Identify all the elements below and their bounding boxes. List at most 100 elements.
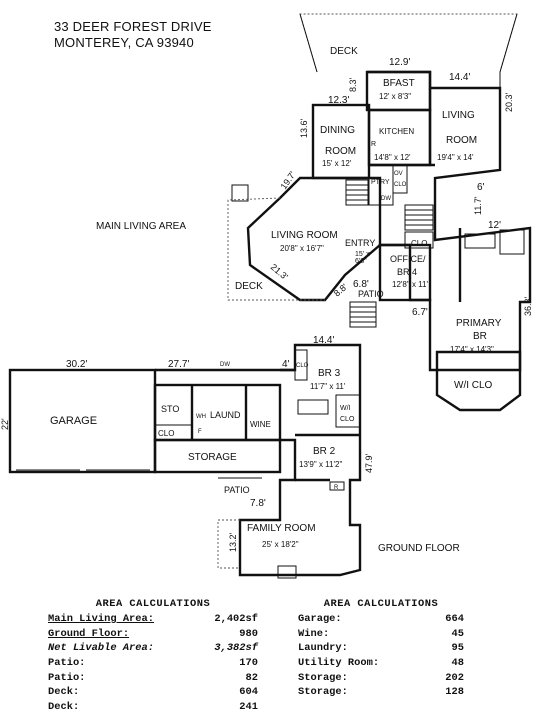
dim-4: 4' [282,359,290,370]
fridge-family [329,481,345,491]
dim-6-7: 6.7' [412,307,428,318]
entry-dim-1: 15' x [355,251,370,258]
area-right-row: Storage: 128 [298,685,464,700]
primary-wi-closet [435,350,522,412]
living-room-label: LIVING ROOM [271,230,338,241]
area-right-row: Wine:45 [298,627,464,642]
area-left-row-label: Patio: [48,657,86,670]
sto-label: STO [161,404,179,414]
dim-8-3: 8.3' [348,77,358,92]
area-left-row-value: 3,382sf [214,642,258,655]
area-left-row-value: 980 [239,627,258,640]
clo-br3-label: CLO [296,363,309,369]
entry-dim-2: 6'8" [355,258,367,265]
main-living-area-label: MAIN LIVING AREA [96,221,186,232]
area-right-row: Storage:202 [298,671,464,686]
area-left-row-label: Patio: [48,671,86,684]
area-left-row-label: Deck: [48,701,80,714]
area-right-row-label: Storage: [298,671,348,684]
area-left-row: Patio:170 [48,656,258,671]
deck-left-label: DECK [235,281,263,292]
area-right-row-value: 128 [445,686,464,699]
deck-top-outline [299,13,518,73]
area-left-row-label: Main Living Area: [48,613,155,625]
area-left-title: AREA CALCULATIONS [95,598,211,610]
patio-low-label: PATIO [224,485,250,495]
dim-12-3: 12.3' [328,95,349,106]
dim-12: 12' [488,220,501,231]
wh-label: WH [196,414,206,420]
dim-27-7: 27.7' [168,359,189,370]
dim-14-4-b: 14.4' [313,335,334,346]
r-family-label: R [334,485,339,491]
wi-clo-primary-label: W/I CLO [454,380,493,391]
patio-low-outline [217,519,240,569]
office-closet [404,231,434,249]
dining-label-2: ROOM [325,146,356,157]
area-left-row-label: Net Livable Area: [48,642,155,655]
fireplace-family [277,565,297,579]
stairs-upper [345,179,369,206]
clo-garage-label: CLO [158,429,174,438]
ground-floor-label: GROUND FLOOR [378,543,460,554]
dw-kitchen-label: DW [381,196,391,202]
entry-label: ENTRY [345,238,375,248]
family-dim: 25' x 18'2" [262,540,299,549]
clo-office-label: CLO [411,239,427,248]
wi-clo-br-label: W/I [340,405,351,412]
primary-tub [464,233,496,249]
laund-label: LAUND [210,410,241,420]
br3-label: BR 3 [318,368,341,379]
garage-label: GARAGE [50,415,97,427]
br2-label: BR 2 [313,446,336,457]
area-right-title: AREA CALCULATIONS [323,598,439,610]
bath-tub-ground [297,399,329,415]
area-calculations-left: AREA CALCULATIONS Main Living Area: 2,402… [48,598,258,715]
wine-label: WINE [250,420,271,429]
area-right-row-label: Storage: [298,686,348,699]
area-left-row: Deck:604 [48,685,258,700]
dw-garage-label: DW [220,362,230,368]
area-right-row-label: Garage: [298,613,342,625]
primary-label-2: BR [473,331,487,342]
br3-dim: 11'7" x 11' [310,382,346,391]
address-line-1: 33 DEER FOREST DRIVE [54,19,212,34]
family-label: FAMILY ROOM [247,523,316,534]
dim-7-8: 7.8' [250,498,266,509]
area-right-row-value: 45 [451,627,464,640]
oven-closet [392,164,408,194]
dim-30-2: 30.2' [66,359,87,370]
area-right-row-value: 664 [445,613,464,625]
bfast-dim: 12' x 8'3" [379,92,411,101]
dim-14-4: 14.4' [449,72,470,83]
office-label-2: BR 4 [397,267,417,277]
dim-47-9: 47.9' [364,453,374,473]
stairs-patio [349,301,377,328]
area-left-row: Deck:241 [48,700,258,715]
office-label: OFFICE/ [390,254,426,264]
oven-label: OV [394,171,403,177]
area-left-row-label: Deck: [48,686,80,699]
area-left-row-label: Ground Floor: [48,627,130,640]
dim-11-7: 11.7' [473,196,483,215]
area-left-row-value: 82 [245,671,258,684]
dim-13-6: 13.6' [299,118,309,138]
address-line-2: MONTEREY, CA 93940 [54,35,194,50]
bedrooms-wing-walls [238,343,362,577]
dim-19-7: 19.7' [278,169,297,191]
dim-22: 22' [0,418,10,430]
patio-mid-label: PATIO [358,289,384,299]
wi-clo-br-label-2: CLO [340,416,355,423]
dim-8-8: 8.8' [332,282,350,299]
living-label: LIVING [442,110,475,121]
office-dim: 12'8" x 11' [392,280,428,289]
clo-br3 [294,349,308,381]
area-left-row-value: 2,402sf [214,613,258,625]
dining-label: DINING [320,125,355,136]
f-label: F [198,429,202,435]
dining-dim: 15' x 12' [322,159,352,168]
clo-kitchen-label: CLO [394,182,407,188]
primary-label: PRIMARY [456,318,502,329]
